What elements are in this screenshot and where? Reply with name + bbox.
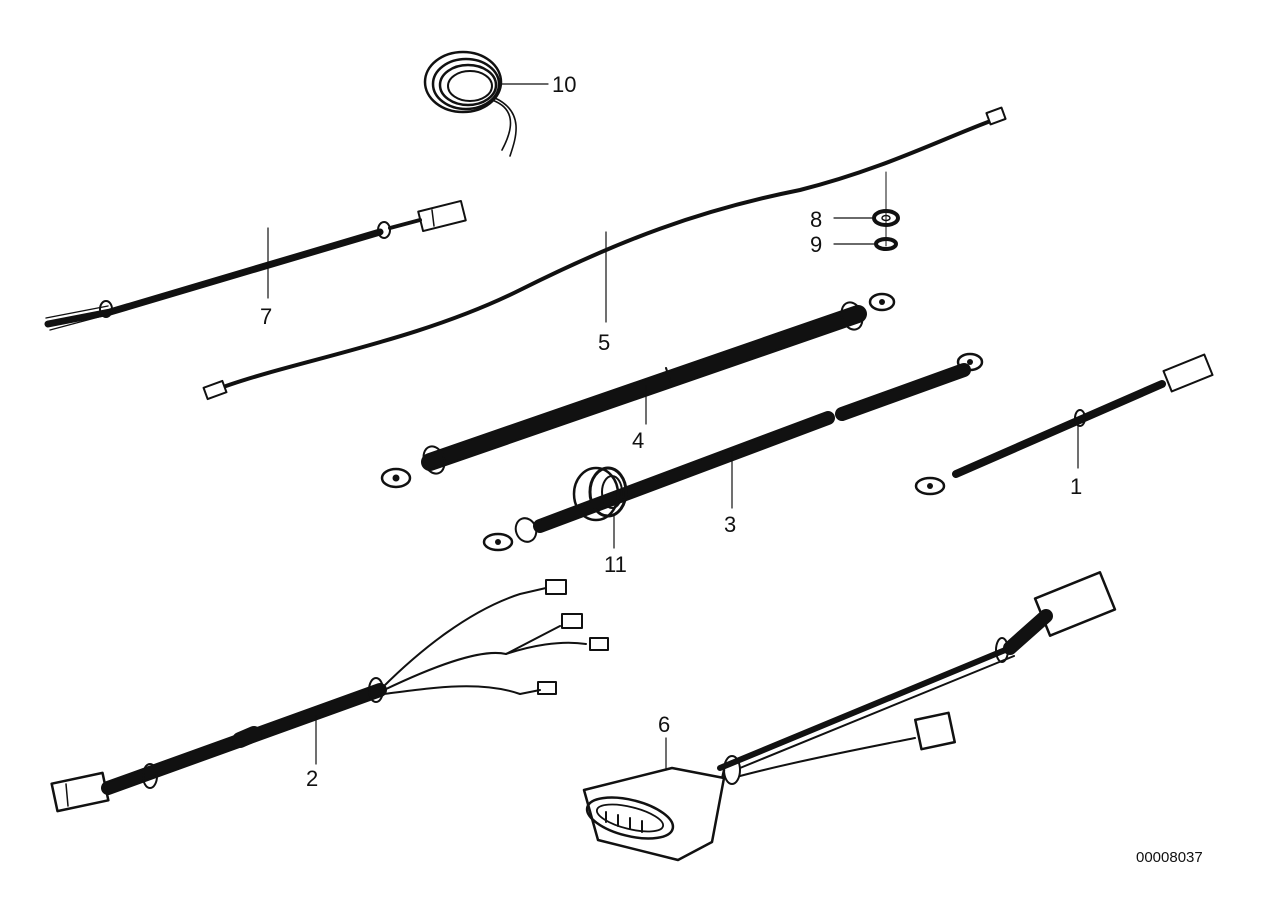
part-4-battery-cable	[380, 292, 896, 489]
part-3-ground-cable	[482, 352, 984, 552]
callout-3: 3	[724, 512, 736, 537]
part-9-washer	[874, 237, 898, 251]
callout-9: 9	[810, 232, 822, 257]
callout-11: 11	[604, 552, 627, 577]
part-2-wiring-harness	[50, 579, 609, 813]
part-10-wire-coil	[423, 50, 517, 157]
callout-10: 10	[552, 72, 576, 97]
callout-6: 6	[658, 712, 670, 737]
callout-7: 7	[260, 304, 272, 329]
part-7-cable-with-connector	[44, 199, 467, 331]
part-11-rubber-grommet	[572, 466, 628, 522]
part-6-connector-harness	[582, 571, 1117, 862]
part-5-long-cable	[202, 106, 1007, 401]
part-8-nut	[872, 171, 900, 247]
callout-5: 5	[598, 330, 610, 355]
callout-1: 1	[1070, 474, 1082, 499]
callout-2: 2	[306, 766, 318, 791]
drawing-number: 00008037	[1136, 849, 1203, 866]
callout-8: 8	[810, 207, 822, 232]
callout-4: 4	[632, 428, 644, 453]
part-1-short-cable	[914, 353, 1214, 496]
